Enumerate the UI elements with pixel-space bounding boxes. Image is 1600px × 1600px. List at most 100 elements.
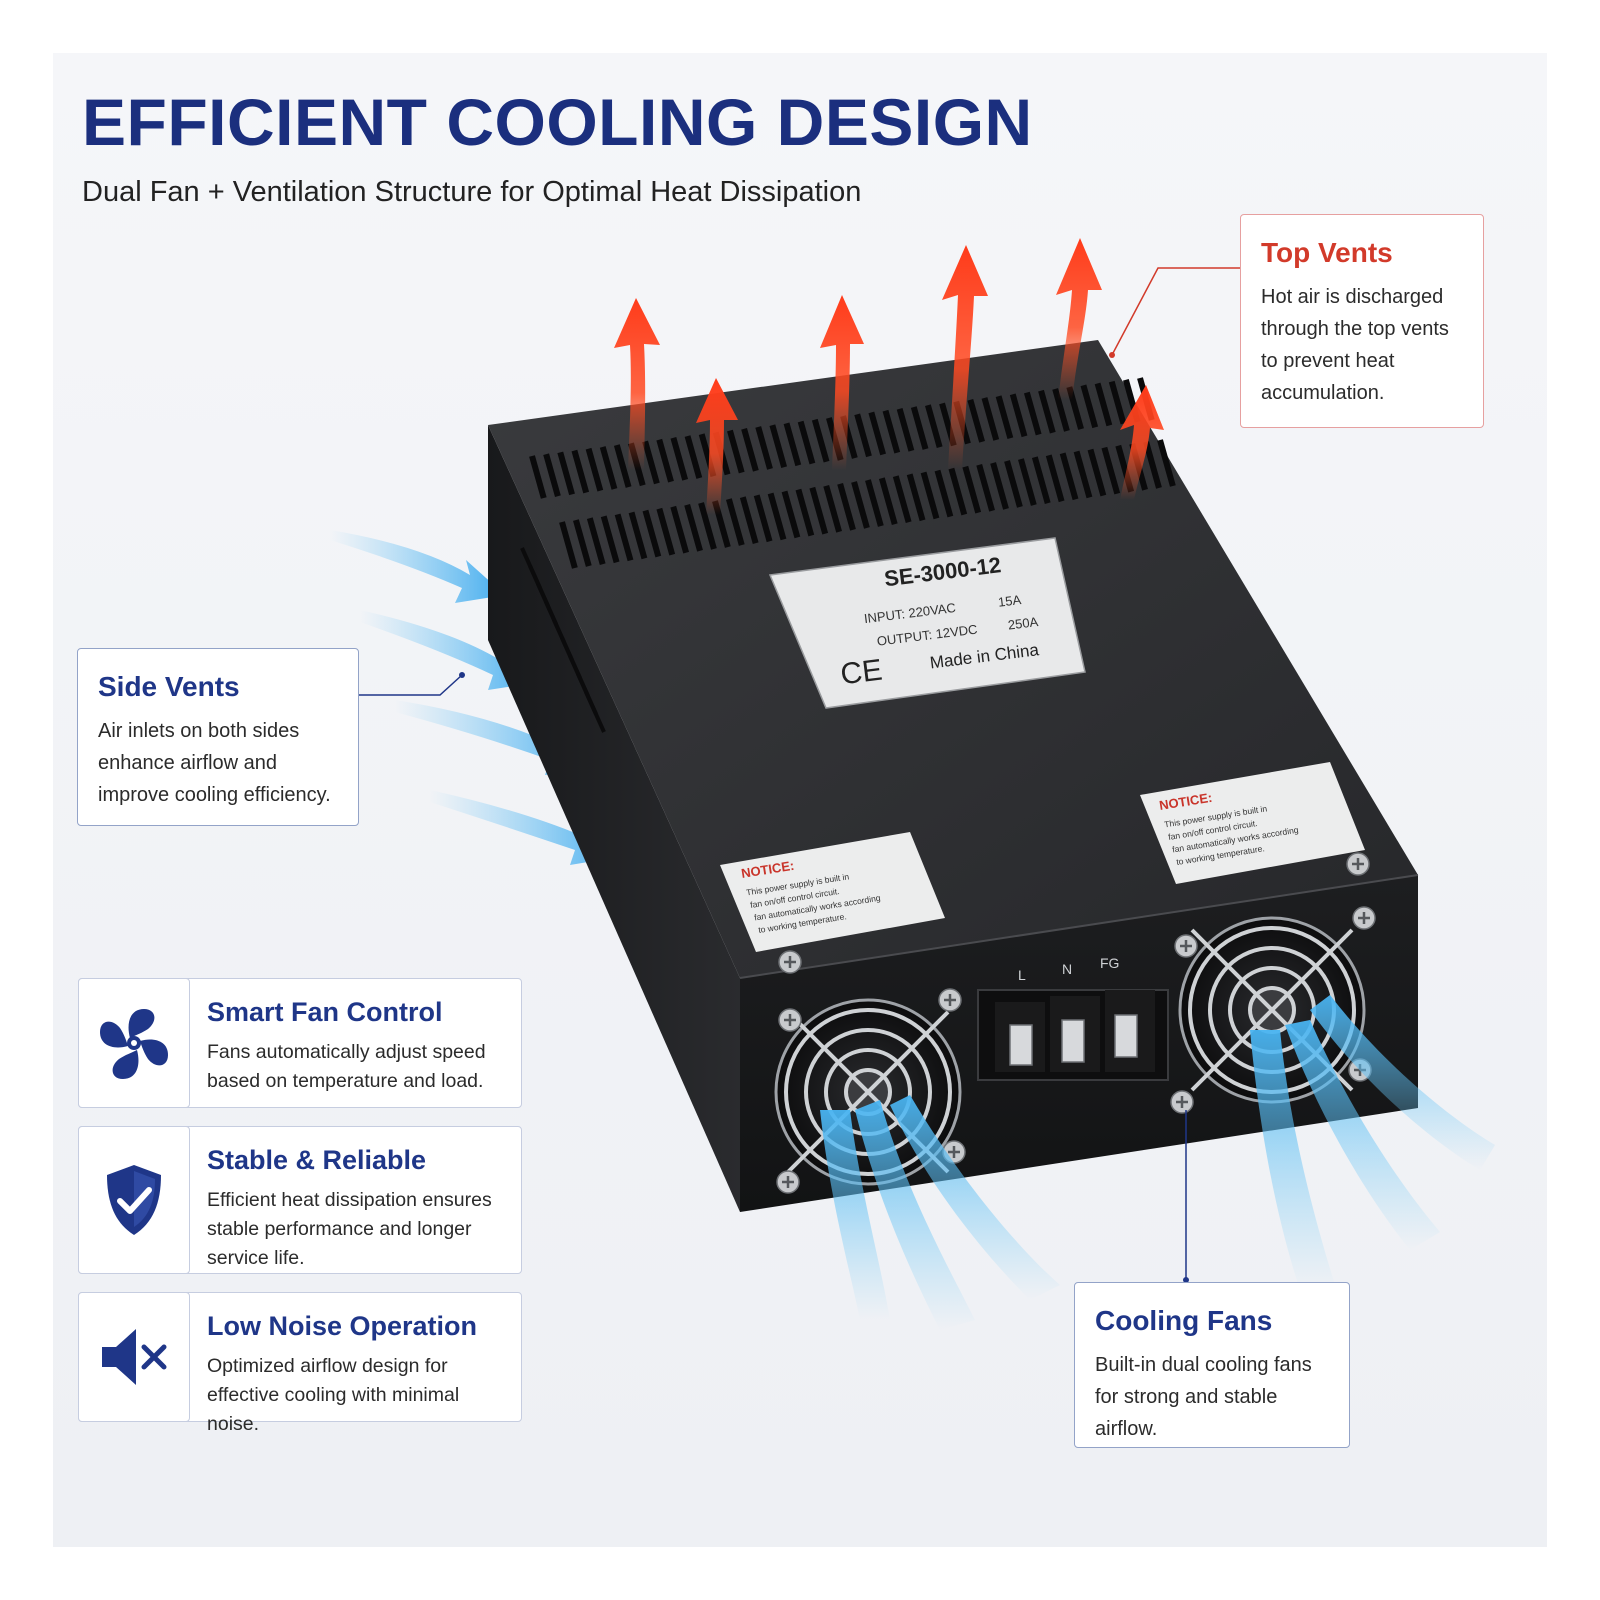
vent-slot [670, 437, 689, 481]
vent-slot [976, 463, 995, 512]
callout-line: enhance airflow and [98, 752, 278, 774]
feature-title: Smart Fan Control [207, 997, 443, 1027]
vent-slot [573, 519, 592, 567]
terminal-label-fg: FG [1100, 955, 1119, 971]
callout-side-vents: Side Vents Air inlets on both sides enha… [77, 648, 359, 826]
vent-slot [797, 420, 816, 465]
vent-slot [1094, 382, 1113, 427]
vent-slot [739, 496, 759, 545]
vent-slot [1009, 393, 1028, 438]
page-title: EFFICIENT COOLING DESIGN [82, 85, 1033, 159]
vent-slot [896, 408, 915, 452]
page-subtitle: Dual Fan + Ventilation Structure for Opt… [82, 176, 862, 208]
vent-slot [642, 440, 660, 485]
callout-leaders [358, 267, 1240, 1283]
shield-check-icon [107, 1165, 161, 1235]
output-current: 250A [1007, 614, 1039, 633]
vent-slot [656, 438, 674, 483]
hot-air-arrows [614, 238, 1164, 515]
callout-line: through the top vents [1261, 318, 1449, 340]
vent-slot [1108, 380, 1127, 425]
vent-slot [684, 504, 703, 552]
vent-slot [1038, 389, 1056, 434]
vent-slot [529, 455, 547, 499]
vent-slot [809, 486, 829, 535]
vent-slot [878, 477, 898, 525]
vent-slot [559, 521, 578, 569]
callout-top-vents: Top Vents Hot air is discharged through … [1240, 214, 1484, 428]
callout-line: to prevent heat [1261, 350, 1395, 372]
screw [777, 949, 803, 975]
feature-line: Efficient heat dissipation ensures [207, 1189, 492, 1211]
feature-icon-box [78, 1292, 190, 1422]
feature-low-noise-operation: Low Noise Operation Optimized airflow de… [78, 1292, 522, 1435]
callout-line: airflow. [1095, 1418, 1158, 1440]
vent-slot [1143, 441, 1162, 489]
vent-slot [781, 490, 801, 539]
vent-slot [753, 494, 773, 543]
vent-slot [910, 406, 929, 450]
callout-line: for strong and stable [1095, 1386, 1278, 1408]
callout-cooling-fans: Cooling Fans Built-in dual cooling fans … [1074, 1282, 1350, 1448]
vent-slot [698, 502, 717, 550]
vent-slot [684, 435, 703, 479]
vent-slot [865, 479, 884, 527]
feature-icon-box [78, 1126, 190, 1274]
vent-slot [769, 424, 788, 468]
vent-slot [599, 446, 618, 490]
feature-line: effective cooling with minimal noise. [207, 1384, 460, 1435]
vent-slot [1059, 452, 1079, 501]
vent-slot [557, 451, 575, 496]
vent-slot [851, 481, 870, 529]
vent-slot [795, 488, 815, 537]
ce-mark: CE [839, 653, 884, 691]
vent-slot [1018, 458, 1037, 506]
vent-slot [600, 515, 620, 564]
vent-slot [962, 465, 982, 514]
vent-slot [767, 492, 787, 541]
vent-slot [543, 453, 561, 497]
terminal-label-n: N [1062, 961, 1072, 977]
vent-slot [981, 397, 1000, 441]
vent-slot [628, 511, 648, 560]
feature-title: Stable & Reliable [207, 1145, 427, 1175]
input-current: 15A [997, 592, 1022, 610]
spec-label: SE-3000-12 INPUT: 220VAC 15A OUTPUT: 12V… [768, 537, 1086, 709]
mute-icon [102, 1329, 167, 1385]
notice-label-left: NOTICE: This power supply is built in fa… [720, 832, 945, 952]
vent-slot [1101, 446, 1121, 495]
callout-title: Top Vents [1261, 237, 1393, 268]
callout-line: Hot air is discharged [1261, 286, 1444, 308]
vent-slot [727, 429, 745, 474]
vent-slot [925, 404, 943, 449]
feature-smart-fan-control: Smart Fan Control Fans automatically adj… [78, 978, 522, 1108]
vent-slot [571, 449, 590, 494]
vent-slot [741, 427, 759, 472]
vent-slot [1052, 388, 1070, 432]
vent-slot [755, 426, 773, 470]
vent-slot [920, 471, 940, 520]
vent-slot [837, 483, 856, 531]
notice-label-right: NOTICE: This power supply is built in fa… [1140, 762, 1365, 884]
callout-line: Air inlets on both sides [98, 720, 300, 742]
side-vent-slots [520, 547, 606, 733]
vent-slot [586, 517, 606, 565]
callout-title: Side Vents [98, 671, 240, 702]
vent-slot [967, 398, 985, 443]
callout-title: Cooling Fans [1095, 1305, 1273, 1336]
vent-slot [1087, 448, 1107, 497]
vent-slot [613, 444, 632, 488]
vent-slot [948, 467, 968, 516]
vent-slot [892, 475, 912, 524]
fan-airflow-streams [820, 995, 1495, 1330]
vent-slot [783, 422, 802, 467]
terminal-label-l: L [1018, 967, 1026, 983]
vent-slot [656, 507, 676, 556]
vent-slot [1045, 454, 1065, 503]
callout-line: accumulation. [1261, 382, 1385, 404]
vent-slot [868, 411, 886, 456]
feature-icon-box [78, 978, 190, 1108]
vent-slot [1004, 460, 1023, 508]
feature-line: service life. [207, 1247, 305, 1269]
